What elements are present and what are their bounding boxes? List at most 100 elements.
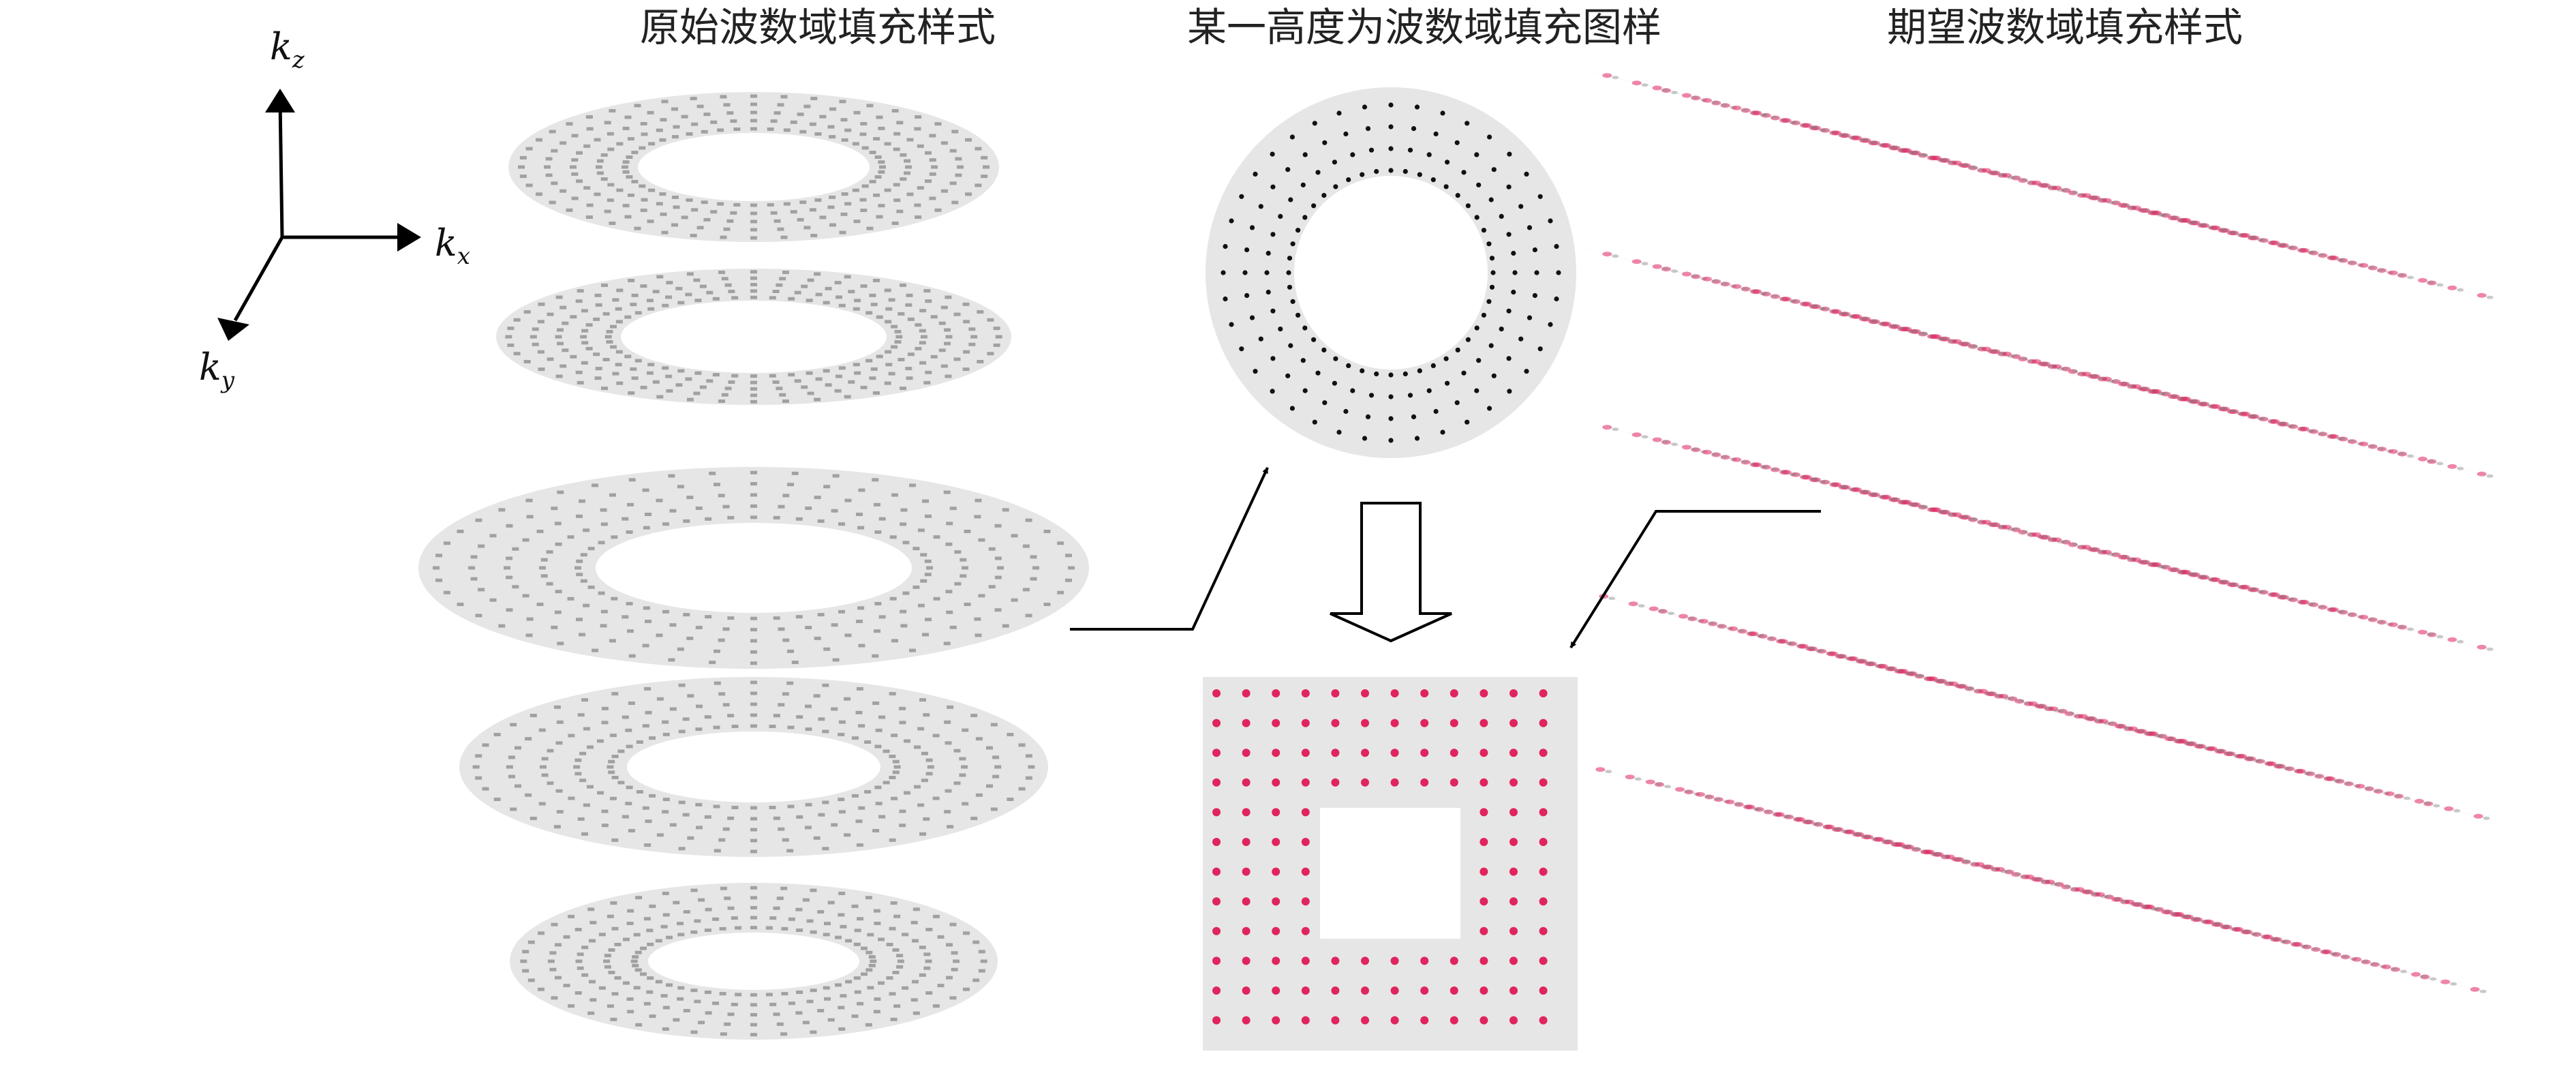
original-sample-point [898,358,905,361]
original-sample-point [937,984,945,988]
original-sample-point [925,514,932,518]
desired-sample-point [2152,389,2162,394]
original-sample-point [993,343,1000,347]
desired-sample-point [2004,869,2014,875]
original-sample-point [721,393,729,397]
desired-sample-point [1862,316,1869,320]
original-sample-point [610,325,617,329]
original-sample-point [713,725,720,729]
desired-layer [1561,759,2515,999]
slice-sample-point [1488,197,1494,202]
desired-sample-point [2270,592,2280,597]
grid-sample-point [1390,719,1399,727]
original-sample-point [868,955,876,959]
original-sample-point [844,275,851,279]
kx-axis-label: kx [435,222,470,270]
desired-sample-point [1968,344,1978,349]
original-sample-point [724,283,732,287]
original-sample-point [589,920,597,924]
slice-sample-point [1489,256,1495,261]
desired-sample-point [2377,268,2385,272]
original-sample-point [566,122,573,126]
original-sample-point [902,591,910,595]
desired-sample-point [2220,579,2230,585]
original-sample-point [1002,624,1009,628]
original-sample-point [917,186,924,190]
desired-sample-point [2279,594,2289,600]
original-sample-point [788,297,795,301]
original-sample-point [727,816,735,820]
original-sample-point [972,940,980,944]
desired-sample-point [1928,676,1938,682]
slice-sample-point [1229,322,1234,327]
original-sample-point [604,954,611,958]
slice-sample-point [1278,213,1283,219]
desired-sample-point [1890,497,1901,502]
original-sample-point [457,530,464,533]
desired-sample-point [1764,809,1773,815]
original-sample-point [859,198,867,202]
original-sample-point [807,278,814,282]
original-sample-point [686,496,694,500]
original-layer [459,677,1048,857]
desired-sample-point [2418,456,2427,462]
original-sample-point [642,806,649,810]
original-sample-point [527,978,535,982]
original-sample-point [541,773,549,777]
desired-sample-point [1961,515,1969,519]
original-sample-point [905,367,913,371]
original-sample-point [932,796,940,800]
original-sample-point [953,749,961,753]
original-sample-point [773,816,780,820]
desired-sample-point [2125,899,2134,905]
original-sample-point [750,203,757,207]
original-sample-point [696,104,704,108]
desired-sample-point [1920,331,1928,335]
slice-sample-point [1465,203,1471,209]
desired-sample-point [2352,956,2362,962]
original-sample-point [673,205,680,209]
original-sample-point [778,627,785,631]
original-sample-point [587,907,595,911]
desired-sample-point [1602,73,1612,78]
desired-sample-point [2091,547,2100,552]
original-sample-point [802,898,810,902]
original-sample-point [622,165,628,169]
original-sample-point [538,802,546,806]
original-sample-point [750,806,757,810]
grid-sample-point [1450,778,1458,787]
desired-sample-point [2222,924,2233,930]
desired-layer [1564,586,2518,826]
slice-sample-point [1321,193,1327,198]
desired-sample-point [2161,213,2171,218]
desired-sample-point [1952,512,1962,517]
original-sample-point [724,1022,731,1026]
desired-sample-point [1878,663,1888,669]
original-sample-point [634,968,642,972]
original-sample-point [508,755,515,759]
original-sample-point [712,1001,720,1006]
original-sample-point [595,303,602,307]
original-sample-point [767,127,774,131]
grid-sample-point [1361,778,1369,787]
original-sample-point [690,234,697,237]
original-sample-point [1028,765,1035,769]
original-sample-point [690,930,698,934]
original-sample-point [551,149,558,153]
desired-sample-point [1685,789,1691,794]
original-sample-point [577,952,584,956]
original-sample-point [538,987,545,991]
slice-sample-point [1285,167,1291,172]
desired-sample-point [2258,590,2269,595]
desired-sample-point [2407,275,2414,280]
slice-sample-point [1537,346,1543,352]
original-sample-point [622,615,629,619]
original-sample-point [579,499,585,503]
original-sample-point [557,342,564,346]
original-sample-point [892,759,900,764]
original-sample-point [640,385,647,389]
desired-sample-point [2302,944,2312,950]
original-sample-point [656,275,664,279]
desired-sample-point [1711,279,1721,284]
original-sample-point [891,639,898,643]
